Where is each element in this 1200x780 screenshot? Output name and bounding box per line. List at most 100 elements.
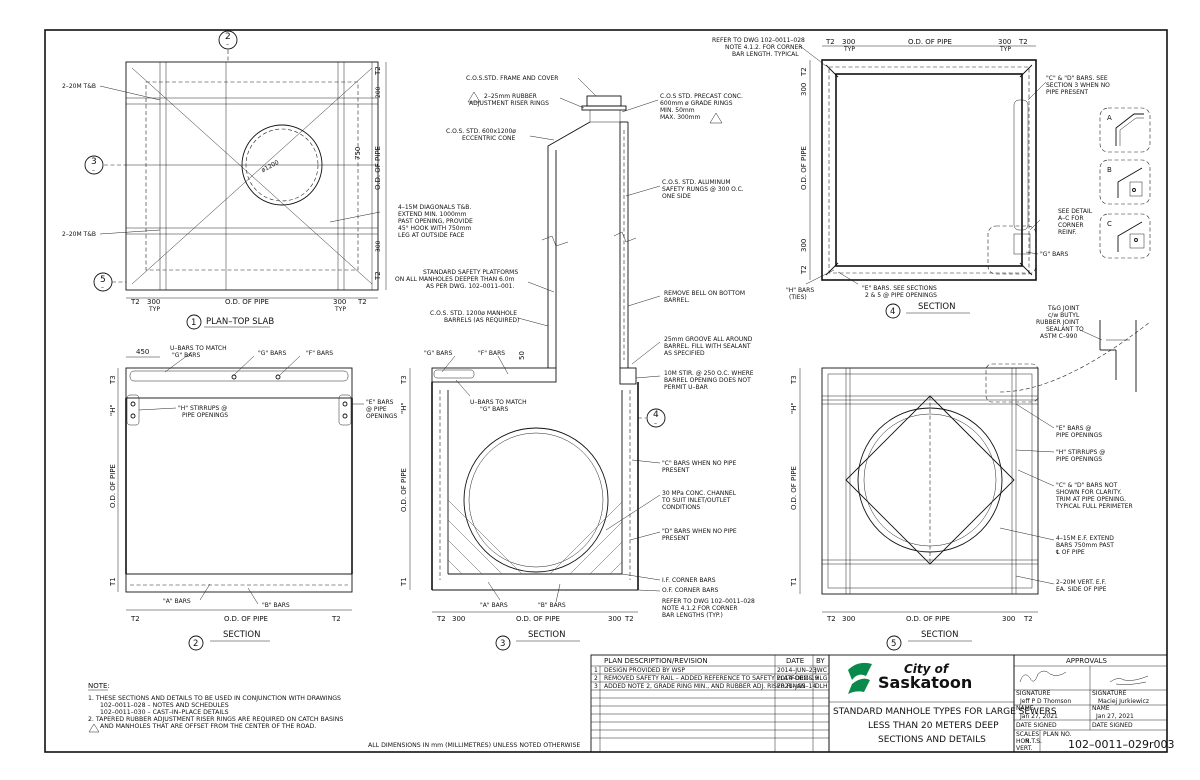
label-v3-bell-1: REMOVE BELL ON BOTTOM bbox=[664, 290, 745, 297]
title-block: City of Saskatoon STANDARD MANHOLE TYPES… bbox=[828, 654, 1175, 753]
dim-odpipe-v1: O.D. OF PIPE bbox=[374, 146, 382, 190]
view-4-title: SECTION bbox=[918, 302, 955, 312]
label-v5-cd-2: SHOWN FOR CLARITY. bbox=[1056, 489, 1121, 496]
detail-c: C bbox=[1099, 213, 1151, 259]
dim-typ-v1l: TYP bbox=[148, 306, 160, 313]
dim-300-v4r: 300 bbox=[998, 38, 1011, 46]
slab-inner-dashed bbox=[145, 81, 359, 271]
label-v4-ref-3: BAR LENGTH. TYPICAL bbox=[732, 51, 799, 58]
view-2-num: 2 bbox=[193, 639, 198, 649]
label-v5-cd-3: TRIM AT PIPE OPENING. bbox=[1055, 496, 1126, 503]
table-row: 1 DESIGN PROVIDED BY WSP 2014–JUN–23 JWC bbox=[594, 667, 827, 674]
detail-c-label: C bbox=[1107, 220, 1112, 228]
label-v3-d-2: PRESENT bbox=[662, 535, 690, 542]
rev-1-desc: DESIGN PROVIDED BY WSP bbox=[604, 667, 685, 674]
plan-no-label: PLAN NO. bbox=[1043, 731, 1072, 738]
note-1a: 1. THESE SECTIONS AND DETAILS TO BE USED… bbox=[88, 695, 341, 702]
rev-2-desc: REMOVED SAFETY RAIL – ADDED REFERENCE TO… bbox=[604, 675, 813, 682]
rev-2-by: HLG bbox=[815, 675, 828, 682]
view-4-num: 4 bbox=[890, 307, 895, 317]
dim-odpipe-v3l: O.D. OF PIPE bbox=[400, 468, 408, 512]
label-v2-h-2: PIPE OPENINGS bbox=[182, 412, 228, 419]
label-v2-a: "A" BARS bbox=[163, 598, 191, 605]
hor-label: HOR. bbox=[1016, 738, 1031, 745]
name-label-2: NAME bbox=[1092, 705, 1110, 712]
label-v3-g: "G" BARS bbox=[424, 350, 452, 357]
label-v4-cd-1: "C" & "D" BARS. SEE bbox=[1046, 75, 1108, 82]
marker-4-sub: – bbox=[654, 420, 657, 427]
label-v5-cd-4: TYPICAL FULL PERIMETER bbox=[1055, 503, 1133, 510]
label-v3-grade-1: C.O.S STD. PRECAST CONC. bbox=[660, 93, 743, 100]
view-2-section: T3 "H" O.D. OF PIPE T1 450 T2 O.D. OF PI… bbox=[109, 345, 398, 651]
dim-h-v5: "H" bbox=[790, 402, 798, 414]
label-v5-v-2: BARS 750mm PAST bbox=[1056, 542, 1114, 549]
note-2b: AND MANHOLES THAT ARE OFFSET FROM THE CE… bbox=[100, 723, 316, 730]
rev-h-date: DATE bbox=[786, 657, 804, 665]
dim-h-v3: "H" bbox=[400, 402, 408, 414]
label-v3-ch-2: TO SUIT INLET/OUTLET bbox=[661, 497, 731, 504]
name-label-1: NAME bbox=[1016, 705, 1034, 712]
label-v4-det-1: SEE DETAIL bbox=[1058, 208, 1093, 215]
notes-heading: NOTE: bbox=[88, 682, 110, 690]
vert-label: VERT. bbox=[1016, 745, 1033, 752]
dim-300-v5r: 300 bbox=[1002, 615, 1015, 623]
detail-a-label: A bbox=[1107, 114, 1112, 122]
label-v3-frame: C.O.S.STD. FRAME AND COVER bbox=[466, 75, 558, 82]
label-v3-d-1: "D" BARS WHEN NO PIPE bbox=[662, 528, 737, 535]
label-diagonals-1: 4–15M DIAGONALS T&B. bbox=[398, 204, 471, 211]
dim-t2-v4r: T2 bbox=[1018, 38, 1028, 46]
note-1b: 102–0011–028 – NOTES AND SCHEDULES bbox=[100, 702, 229, 709]
label-2-20m-top: 2–20M T&B bbox=[62, 83, 96, 90]
note-2a: 2. TAPERED RUBBER ADJUSTMENT RISER RINGS… bbox=[88, 716, 343, 723]
dim-t2-top: T2 bbox=[374, 66, 382, 76]
sig-label-1: SIGNATURE bbox=[1016, 690, 1051, 697]
label-v4-cd-3: PIPE PRESENT bbox=[1046, 89, 1088, 96]
label-v3-riser-2: ADJUSTMENT RISER RINGS bbox=[469, 100, 549, 107]
dim-t2-bot: T2 bbox=[374, 271, 382, 281]
label-v3-of: O.F. CORNER BARS bbox=[662, 587, 719, 594]
dim-450: 450 bbox=[136, 348, 149, 356]
marker-5-num: 5 bbox=[100, 275, 106, 285]
label-v2-e-3: OPENINGS bbox=[366, 413, 398, 420]
label-v3-cone-2: ECCENTRIC CONE bbox=[462, 135, 516, 142]
label-v3-plat-2: ON ALL MANHOLES DEEPER THAN 6.0m bbox=[395, 276, 515, 283]
detail-b: B bbox=[1099, 159, 1151, 205]
label-v3-ch-1: 30 MPa CONC. CHANNEL bbox=[662, 490, 737, 497]
dim-t2-v1r: T2 bbox=[357, 298, 367, 306]
label-diagonals-4: 45° HOOK WITH 750mm bbox=[398, 225, 471, 232]
label-v2-f: "F" BARS bbox=[306, 350, 333, 357]
label-v4-e-2: 2 & 5 @ PIPE OPENINGS bbox=[865, 292, 937, 299]
logo-city: City of bbox=[904, 662, 950, 676]
joint-l5: ASTM C–990 bbox=[1040, 333, 1077, 340]
dim-t2-v4l: T2 bbox=[825, 38, 835, 46]
channel-hatch bbox=[447, 499, 623, 575]
view-5-title: SECTION bbox=[921, 630, 958, 640]
label-diagonals-2: EXTEND MIN. 1000mm bbox=[398, 211, 467, 218]
table-row: 2 REMOVED SAFETY RAIL – ADDED REFERENCE … bbox=[594, 675, 828, 682]
label-v3-stir-1: 10M STIR. @ 250 O.C. WHERE bbox=[664, 370, 754, 377]
approver-2: Maciej Jurkiewicz bbox=[1098, 698, 1149, 705]
dim-odpipe-v5l: O.D. OF PIPE bbox=[790, 466, 798, 510]
marker-3 bbox=[84, 155, 104, 175]
title-line-2: LESS THAN 20 METERS DEEP bbox=[868, 721, 999, 731]
approvals-heading: APPROVALS bbox=[1066, 657, 1108, 665]
joint-l3: RUBBER JOINT bbox=[1036, 319, 1079, 326]
label-v4-g: "G" BARS bbox=[1040, 251, 1068, 258]
dim-t3-v5: T3 bbox=[790, 375, 798, 385]
notes: NOTE: 1. THESE SECTIONS AND DETAILS TO B… bbox=[88, 682, 580, 749]
label-v2-e-2: @ PIPE bbox=[366, 406, 387, 413]
label-v4-h-1: "H" BARS bbox=[786, 287, 814, 294]
logo-name: Saskatoon bbox=[878, 673, 972, 692]
view-1-plan-top-slab: ø1200 T2 200 750 O.D. OF PIPE 300 T2 T2 … bbox=[62, 30, 473, 330]
dim-typ-v1r: TYP bbox=[334, 306, 346, 313]
marker-2-num: 2 bbox=[225, 32, 231, 42]
rev-1-date: 2014–JUN–23 bbox=[777, 667, 817, 674]
label-v3-f: "F" BARS bbox=[478, 350, 505, 357]
label-v5-w-1: 2–20M VERT. E.F. bbox=[1056, 579, 1106, 586]
view-1-num: 1 bbox=[191, 318, 196, 328]
label-v2-g: "G" BARS bbox=[258, 350, 286, 357]
label-v3-b: "B" BARS bbox=[538, 602, 566, 609]
dim-odpipe-v2l: O.D. OF PIPE bbox=[109, 464, 117, 508]
dim-t2-v4b: T2 bbox=[800, 265, 808, 275]
